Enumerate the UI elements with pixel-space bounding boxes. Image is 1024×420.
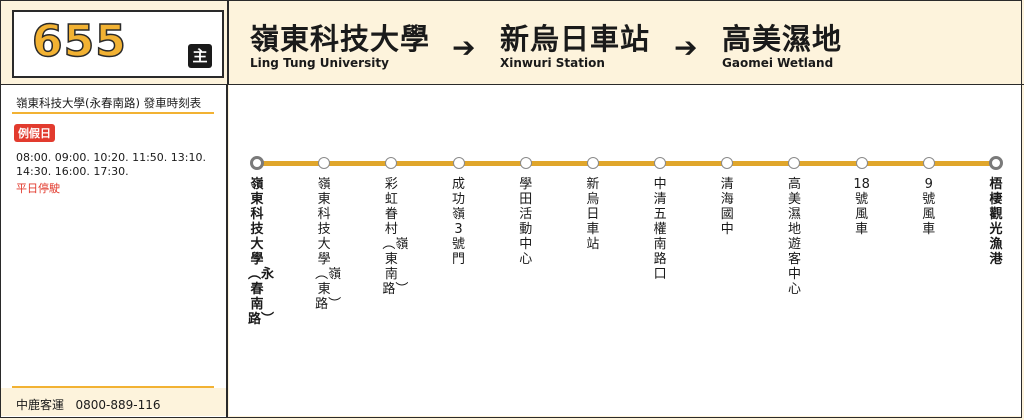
timetable-title: 嶺東科技大學(永春南路) 發車時刻表 (16, 96, 202, 110)
stop-name: 18號風車 (853, 177, 870, 237)
stop-name: 梧棲觀光漁港 (989, 177, 1003, 267)
stop-name: 中清五權南路口 (653, 177, 667, 282)
stop-name: 彩虹眷村︵嶺東南路︶ (382, 177, 409, 297)
timetable-divider (12, 112, 214, 114)
header-stop-origin: 嶺東科技大學 Ling Tung University (250, 24, 430, 70)
header-stop-destination-zh: 高美濕地 (722, 22, 843, 56)
stop-marker (788, 157, 801, 169)
operator-name: 中鹿客運 (16, 398, 65, 412)
departure-times-line: 08:00. 09:00. 10:20. 11:50. 13:10. (16, 151, 206, 164)
no-service-note: 平日停駛 (16, 182, 60, 195)
departure-times: 08:00. 09:00. 10:20. 11:50. 13:10. 14:30… (16, 151, 216, 179)
stop-marker (922, 157, 935, 169)
route-header: 655 主 嶺東科技大學 Ling Tung University ➔ 新烏日車… (0, 0, 1024, 85)
header-stop-origin-zh: 嶺東科技大學 (250, 22, 431, 56)
stop-marker (654, 157, 667, 169)
header-stop-origin-en: Ling Tung University (250, 56, 389, 70)
stop-name: 高美濕地遊客中心 (787, 177, 801, 297)
stop-name: 新烏日車站 (586, 177, 600, 252)
operator-info: 中鹿客運 0800-889-116 (16, 396, 160, 413)
holiday-badge: 例假日 (14, 124, 55, 142)
stop-marker (586, 157, 599, 169)
stop-name: 成功嶺3號門 (452, 177, 466, 267)
route-diagram: 嶺東科技大學︵永春南路︶嶺東科技大學︵嶺東路︶彩虹眷村︵嶺東南路︶成功嶺3號門學… (229, 85, 1022, 416)
operator-footer (0, 388, 226, 416)
header-stop-via: 新烏日車站 Xinwuri Station (500, 24, 650, 70)
header-stop-destination-en: Gaomei Wetland (722, 56, 834, 70)
stop-marker (250, 156, 264, 170)
stop-marker (519, 157, 532, 169)
operator-phone: 0800-889-116 (75, 398, 161, 412)
arrow-icon: ➔ (674, 31, 698, 64)
main-route-badge: 主 (188, 44, 212, 68)
stop-name: 學田活動中心 (519, 177, 533, 267)
header-stop-via-zh: 新烏日車站 (500, 22, 651, 56)
stop-name: 清海國中 (720, 177, 734, 237)
route-number-box: 655 主 (12, 10, 224, 78)
stop-marker (721, 157, 734, 169)
stop-marker (385, 157, 398, 169)
stop-name: 9號風車 (922, 177, 936, 237)
stop-marker (318, 157, 331, 169)
timetable-panel: 嶺東科技大學(永春南路) 發車時刻表 例假日 08:00. 09:00. 10:… (0, 85, 228, 418)
arrow-icon: ➔ (452, 31, 476, 64)
departure-times-line: 14:30. 16:00. 17:30. (16, 165, 129, 178)
route-number: 655 (31, 15, 127, 68)
footer-divider (12, 386, 214, 388)
header-stop-destination: 高美濕地 Gaomei Wetland (722, 24, 842, 70)
stop-marker (989, 156, 1003, 170)
route-line (256, 161, 996, 166)
stop-marker (452, 157, 465, 169)
stop-marker (855, 157, 868, 169)
header-stop-via-en: Xinwuri Station (500, 56, 605, 70)
header-divider (227, 0, 229, 84)
